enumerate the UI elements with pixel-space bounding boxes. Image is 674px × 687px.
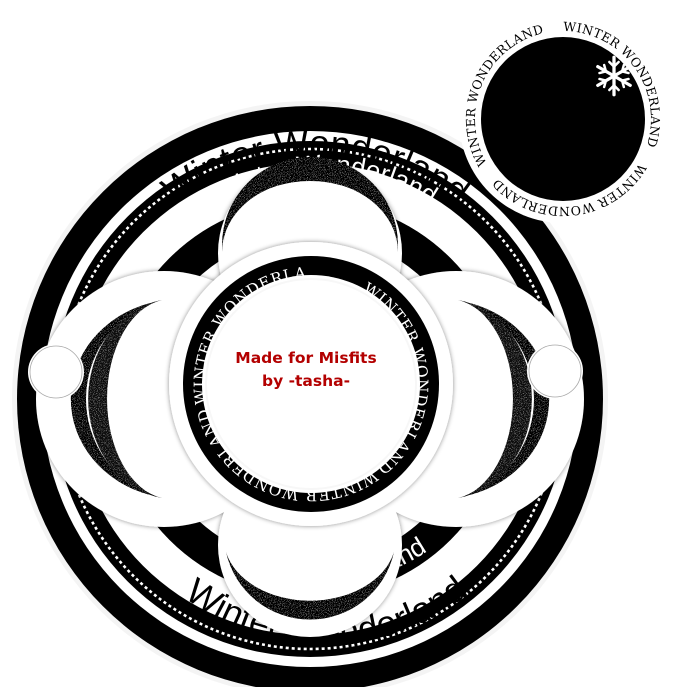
center-ring bbox=[169, 242, 453, 526]
small-circle bbox=[459, 15, 667, 223]
credit-line-1: Made for Misfits bbox=[235, 349, 376, 367]
snowflake-icon bbox=[28, 344, 84, 400]
credit-line-2: by -tasha- bbox=[262, 372, 350, 390]
quatrefoil-dark-crescents bbox=[70, 157, 550, 620]
snowflake-icon bbox=[527, 343, 583, 399]
